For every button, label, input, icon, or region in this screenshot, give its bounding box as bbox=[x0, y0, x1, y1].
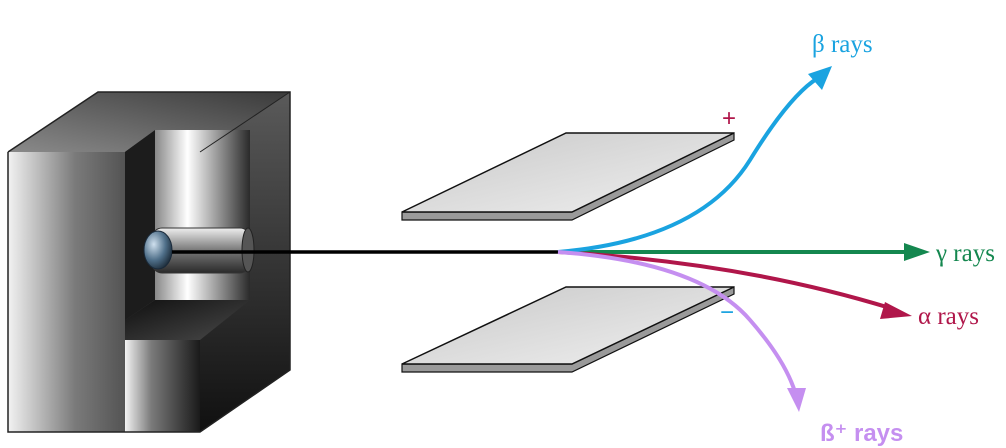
plus-sign-label: + bbox=[722, 105, 736, 132]
positive-plate-surface bbox=[401, 132, 735, 213]
beta-plus-arrowhead bbox=[787, 388, 806, 412]
minus-sign-label: − bbox=[720, 299, 734, 326]
gamma-ray-path bbox=[558, 243, 930, 261]
gamma-arrowhead bbox=[904, 243, 930, 261]
beta-rays-label: β rays bbox=[812, 31, 873, 58]
negative-plate bbox=[401, 286, 735, 373]
beta-ray-path bbox=[557, 66, 832, 254]
lead-block-lower-ledge bbox=[125, 340, 200, 432]
negative-plate-surface bbox=[401, 286, 735, 365]
beta-plus-ray-path bbox=[557, 250, 806, 412]
cavity-floor bbox=[125, 300, 250, 340]
sample-tube-end bbox=[241, 227, 255, 273]
beta-plus-rays-label: ß⁺ rays bbox=[820, 420, 903, 447]
positive-plate bbox=[401, 132, 735, 221]
alpha-rays-label: α rays bbox=[918, 303, 979, 330]
lead-block bbox=[7, 91, 291, 433]
gamma-rays-label: γ rays bbox=[935, 240, 995, 267]
alpha-arrowhead bbox=[880, 302, 912, 319]
cavity-left-wall bbox=[125, 130, 155, 320]
sample-ball bbox=[143, 230, 173, 270]
beta-arrowhead bbox=[808, 66, 832, 90]
